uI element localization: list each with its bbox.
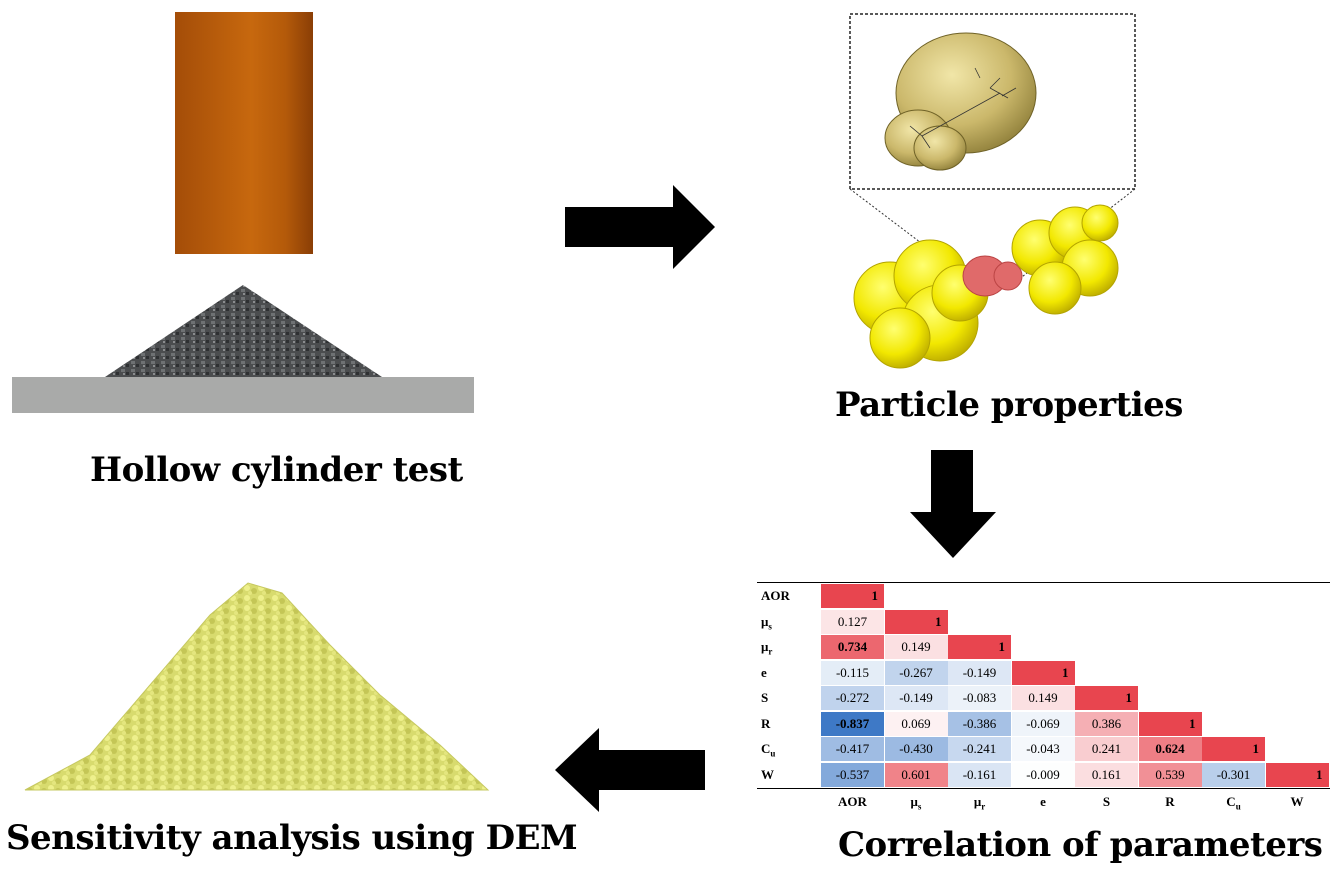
particle-clump-left bbox=[853, 239, 989, 369]
heatmap-cell: -0.386 bbox=[948, 711, 1011, 736]
heatmap-cell: 0.069 bbox=[884, 711, 948, 736]
heatmap-cell: 0.149 bbox=[884, 635, 948, 659]
gravel-pile bbox=[105, 285, 382, 377]
heatmap-cell: -0.267 bbox=[884, 660, 948, 685]
arrow-down-icon bbox=[910, 450, 996, 558]
row-label: S bbox=[761, 690, 769, 705]
heatmap-cell: 1 bbox=[1202, 737, 1265, 761]
table-top-rule bbox=[757, 582, 1330, 583]
caption-sensitivity: Sensitivity analysis using DEM bbox=[6, 818, 578, 858]
row-label: AOR bbox=[761, 588, 790, 603]
row-label: e bbox=[761, 664, 767, 680]
column-label: μr bbox=[973, 794, 986, 812]
heatmap-cell: -0.537 bbox=[821, 762, 884, 787]
hollow-cylinder-illustration bbox=[12, 12, 474, 413]
row-label: R bbox=[761, 715, 771, 731]
arrow-left-icon bbox=[555, 728, 705, 812]
heatmap-cell: 1 bbox=[1075, 686, 1138, 710]
column-label: Cu bbox=[1226, 794, 1241, 812]
base-plate bbox=[12, 377, 474, 413]
heatmap-cell: 0.149 bbox=[1011, 686, 1075, 710]
heatmap-cell: 0.734 bbox=[821, 635, 884, 659]
row-label: μr bbox=[761, 639, 773, 657]
heatmap-cell: -0.149 bbox=[884, 686, 948, 710]
heatmap-cell: 1 bbox=[821, 584, 884, 608]
heatmap-cell: -0.417 bbox=[821, 737, 884, 761]
particle-illustration bbox=[849, 13, 1136, 369]
heatmap-cell: 0.161 bbox=[1075, 762, 1138, 787]
column-label: e bbox=[1040, 794, 1046, 809]
heatmap-cell: -0.161 bbox=[948, 762, 1011, 787]
particle-clump-right bbox=[1011, 204, 1119, 315]
caption-correlation: Correlation of parameters bbox=[838, 825, 1323, 865]
row-label: W bbox=[761, 766, 774, 782]
heatmap-cell: 0.127 bbox=[821, 609, 884, 634]
cylinder bbox=[175, 12, 313, 254]
column-label: W bbox=[1290, 794, 1304, 809]
heatmap-cell: 1 bbox=[1265, 762, 1329, 787]
heatmap-cell: 0.386 bbox=[1075, 711, 1138, 736]
heatmap-cell: -0.301 bbox=[1202, 762, 1265, 787]
caption-hollow-cylinder: Hollow cylinder test bbox=[90, 450, 463, 490]
heatmap-cell: 0.539 bbox=[1138, 762, 1202, 787]
heatmap-cell: 0.624 bbox=[1138, 737, 1202, 761]
heatmap-cell: 1 bbox=[1138, 711, 1202, 736]
heatmap-cell: -0.837 bbox=[821, 711, 884, 736]
heatmap-cell: -0.430 bbox=[884, 737, 948, 761]
column-label: S bbox=[1102, 794, 1111, 809]
heatmap-cell: -0.083 bbox=[948, 686, 1011, 710]
row-label: Cu bbox=[761, 741, 776, 759]
heatmap-cell: -0.069 bbox=[1011, 711, 1075, 736]
heatmap-cell: 0.241 bbox=[1075, 737, 1138, 761]
heatmap-cell: -0.043 bbox=[1011, 737, 1075, 761]
column-label: R bbox=[1165, 794, 1175, 809]
column-label: AOR bbox=[838, 794, 867, 809]
caption-particle-properties: Particle properties bbox=[835, 385, 1183, 425]
table-bottom-rule bbox=[757, 788, 1330, 789]
heatmap-cell: 1 bbox=[1011, 660, 1075, 685]
heatmap-cell: 1 bbox=[884, 609, 948, 634]
heatmap-cell: -0.272 bbox=[821, 686, 884, 710]
heatmap-cell: -0.241 bbox=[948, 737, 1011, 761]
heatmap-cell: 0.601 bbox=[884, 762, 948, 787]
heatmap-cell: -0.009 bbox=[1011, 762, 1075, 787]
row-label: μs bbox=[761, 613, 772, 632]
arrow-right-icon bbox=[565, 185, 715, 269]
dem-pile-illustration bbox=[24, 582, 490, 791]
heatmap-cell: 1 bbox=[948, 635, 1011, 659]
heatmap-cell: -0.115 bbox=[821, 660, 884, 685]
heatmap-cell: -0.149 bbox=[948, 660, 1011, 685]
column-label: μs bbox=[910, 794, 922, 812]
